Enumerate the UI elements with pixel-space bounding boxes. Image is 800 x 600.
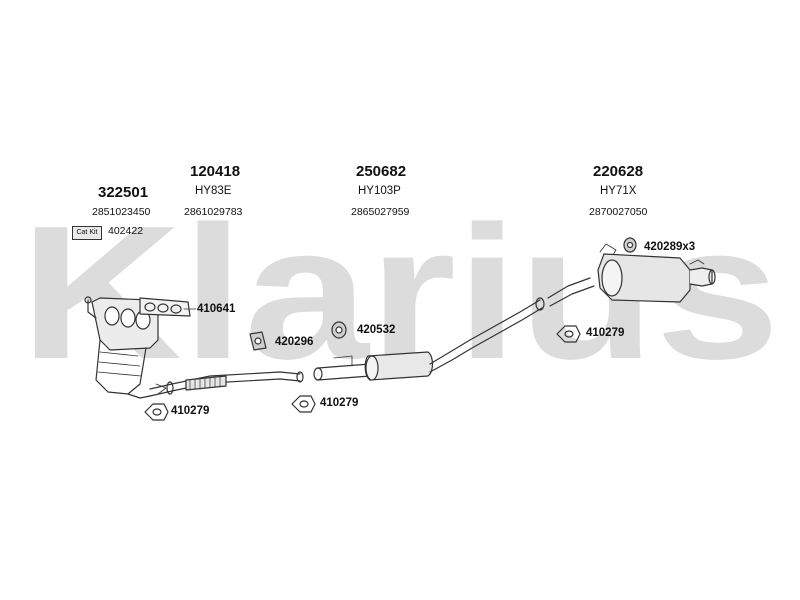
part-number-250682: 250682 <box>356 163 407 180</box>
hanger-mid <box>331 321 347 339</box>
hanger-rear-number: 420289x3 <box>644 241 696 253</box>
code-hy83e: HY83E <box>195 185 232 197</box>
rear-silencer <box>547 243 716 307</box>
oem-number-2851023450: 2851023450 <box>92 206 151 218</box>
gasket-front-number: 410279 <box>171 405 210 417</box>
oem-number-2870027050: 2870027050 <box>589 206 648 218</box>
hanger-rear <box>623 237 637 253</box>
gasket-front <box>144 403 169 421</box>
cat-kit-number: 402422 <box>108 225 144 237</box>
gasket-manifold-number: 410641 <box>197 303 236 315</box>
part-number-220628: 220628 <box>593 163 644 180</box>
hanger-front-number: 420296 <box>275 336 314 348</box>
gasket-rear <box>556 325 581 343</box>
hanger-front <box>249 331 267 351</box>
cat-kit-badge: Cat Kit <box>72 226 102 240</box>
manifold-gasket <box>139 297 197 317</box>
gasket-mid-number: 410279 <box>320 397 359 409</box>
code-hy103p: HY103P <box>358 185 401 197</box>
gasket-rear-number: 410279 <box>586 327 625 339</box>
front-pipe <box>149 371 304 397</box>
centre-section <box>313 297 545 381</box>
gasket-mid <box>291 395 316 413</box>
hanger-mid-number: 420532 <box>357 324 396 336</box>
part-number-322501: 322501 <box>98 184 149 201</box>
part-number-120418: 120418 <box>190 163 241 180</box>
code-hy71x: HY71X <box>600 185 637 197</box>
oem-number-2861029783: 2861029783 <box>184 206 243 218</box>
oem-number-2865027959: 2865027959 <box>351 206 410 218</box>
